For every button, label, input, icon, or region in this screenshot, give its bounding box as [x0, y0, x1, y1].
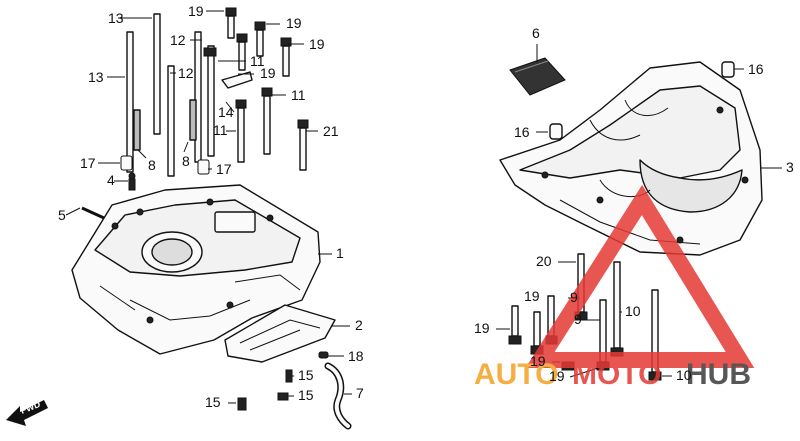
fwd-arrow: FWD [6, 399, 48, 426]
callout-c15a: 15 [298, 367, 314, 383]
callout-c12b: 12 [178, 65, 194, 81]
callout-c13a: 13 [108, 10, 124, 26]
callout-c9a: 9 [570, 289, 578, 305]
breather-hose [324, 362, 352, 430]
dowel-pin [81, 206, 105, 220]
callout-c1: 1 [336, 245, 344, 261]
callout-c18: 18 [348, 348, 364, 364]
watermark-auto: AUTO [474, 358, 558, 391]
callout-c19f: 19 [474, 320, 490, 336]
callout-c19c: 19 [309, 36, 325, 52]
callout-c19b: 19 [286, 15, 302, 31]
callout-c5: 5 [58, 207, 66, 223]
callout-c7: 7 [356, 385, 364, 401]
callout-c20: 20 [536, 253, 552, 269]
watermark-moto: MOTO [572, 358, 661, 391]
callout-c16a: 16 [748, 61, 764, 77]
callout-c4: 4 [107, 172, 115, 188]
callout-c19g: 19 [530, 353, 546, 369]
callout-c15c: 15 [205, 394, 221, 410]
callout-c19e: 19 [524, 288, 540, 304]
callout-c11c: 11 [213, 122, 228, 138]
callout-c17a: 17 [80, 155, 96, 171]
callout-c21: 21 [323, 123, 339, 139]
callout-c13b: 13 [88, 69, 104, 85]
stud-bolts-left [120, 7, 309, 177]
watermark-logo: AUTO MOTO HUB [474, 184, 755, 391]
watermark-hub: HUB [686, 358, 751, 391]
lower-crankcase [499, 61, 763, 256]
callout-c16b: 16 [514, 124, 530, 140]
callout-c10b: 10 [676, 367, 692, 383]
callout-c3: 3 [786, 159, 794, 175]
small-fasteners-left [128, 172, 329, 411]
callout-c9b: 9 [574, 311, 582, 327]
upper-crankcase [71, 184, 321, 355]
callout-c19a: 19 [188, 3, 204, 19]
callout-c11a: 11 [250, 53, 265, 69]
leader-lines [65, 10, 782, 404]
callout-c11b: 11 [291, 87, 306, 103]
callout-c14: 14 [218, 104, 234, 120]
filter-element [509, 57, 566, 96]
dowel-pins-right [549, 61, 735, 140]
callout-c6: 6 [532, 25, 540, 41]
callout-c8b: 8 [182, 153, 190, 169]
callout-c17b: 17 [216, 161, 232, 177]
callout-c19d: 19 [260, 65, 276, 81]
callout-c12a: 12 [170, 32, 186, 48]
callout-c10a: 10 [625, 303, 641, 319]
callout-c15b: 15 [298, 387, 314, 403]
oil-strainer [224, 304, 336, 363]
callout-c19h: 19 [549, 368, 565, 384]
callout-c8a: 8 [148, 157, 156, 173]
callout-c2: 2 [355, 317, 363, 333]
